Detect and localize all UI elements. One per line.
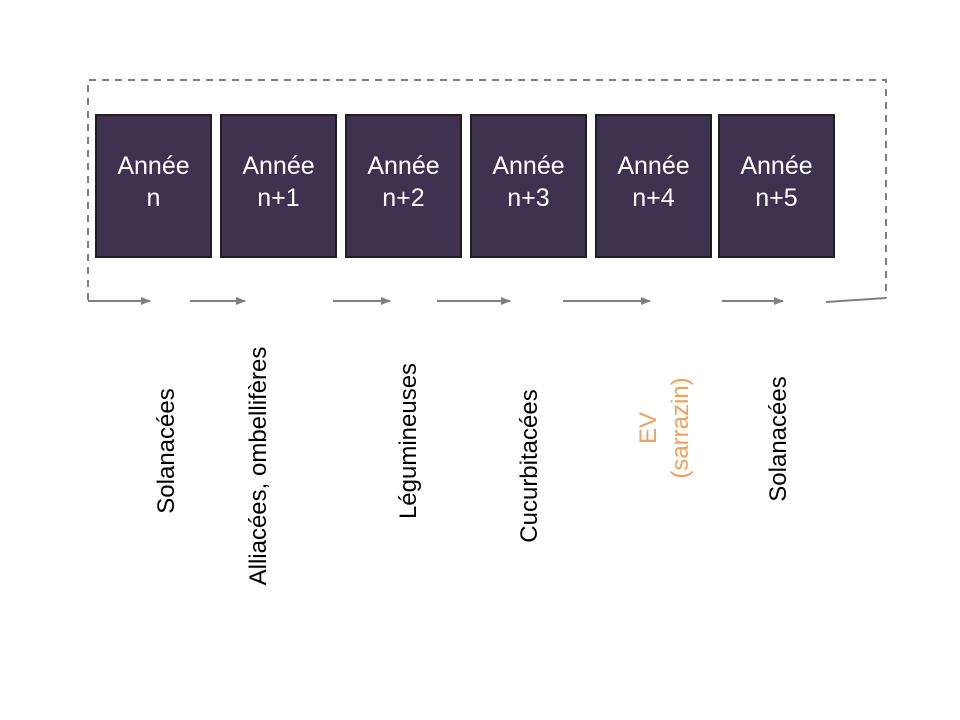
year-box-index: n+1 <box>257 184 300 212</box>
year-box-label: Année <box>492 152 565 180</box>
year-box-n1: Année n+1 <box>220 114 337 258</box>
year-box-label: Année <box>367 152 440 180</box>
year-box-label: Année <box>617 152 690 180</box>
year-box-index: n+2 <box>382 184 425 212</box>
crop-label-text: Cucurbitacées <box>516 389 543 543</box>
year-box-n4: Année n+4 <box>595 114 712 258</box>
year-box-index: n+4 <box>632 184 675 212</box>
crop-label-text: EV <box>635 412 662 445</box>
year-box-label: Année <box>117 152 190 180</box>
crop-label-legumineuses: Légumineuses <box>393 363 425 519</box>
year-box-n2: Année n+2 <box>345 114 462 258</box>
year-box-label: Année <box>242 152 315 180</box>
crop-label-solanacees: Solanacées <box>151 388 183 513</box>
cycle-return-line <box>825 297 887 303</box>
year-box-n3: Année n+3 <box>470 114 587 258</box>
crop-label-subtext: (sarrazin) <box>667 377 694 479</box>
crop-label-cucurbitacees: Cucurbitacées <box>514 389 546 542</box>
year-box-n: Année n <box>95 114 212 258</box>
crop-label-solanacees-2: Solanacées <box>763 376 795 501</box>
crop-label-alliacees: Alliacées, ombellifères <box>243 347 275 586</box>
crop-label-text: Solanacées <box>153 388 180 514</box>
cycle-loop-line <box>87 79 887 300</box>
crop-label-text: Légumineuses <box>395 362 422 520</box>
year-box-n5: Année n+5 <box>718 114 835 258</box>
crop-label-text: Alliacées, ombellifères <box>245 346 272 586</box>
year-box-index: n+3 <box>507 184 550 212</box>
crop-label-green-manure: EV (sarrazin) <box>633 377 697 478</box>
year-box-index: n <box>146 184 161 212</box>
year-box-label: Année <box>740 152 813 180</box>
year-box-index: n+5 <box>755 184 798 212</box>
crop-label-text: Solanacées <box>765 376 792 502</box>
